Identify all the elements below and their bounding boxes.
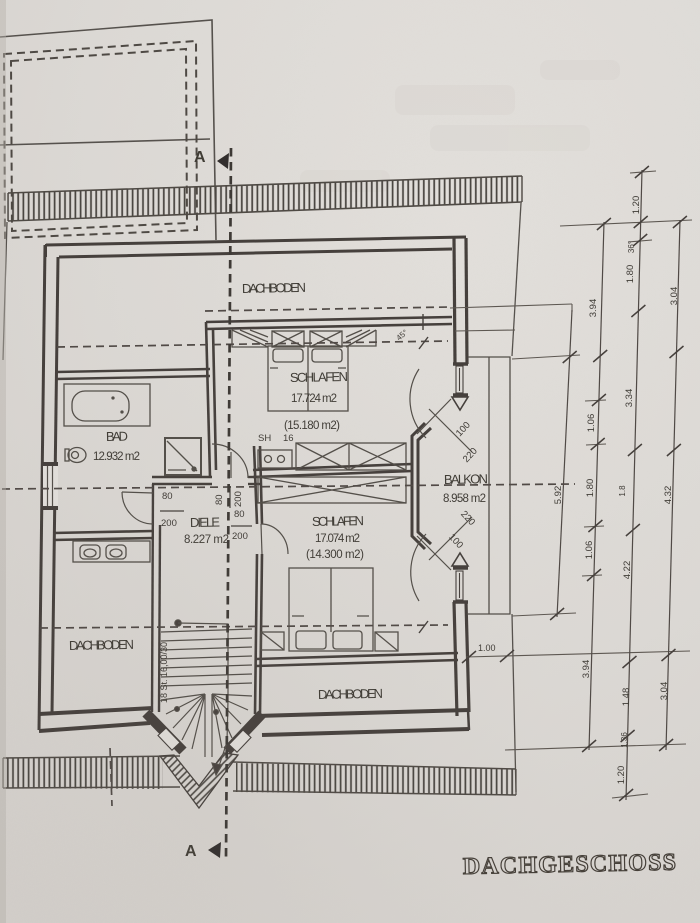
svg-text:4.32: 4.32: [663, 486, 674, 505]
svg-text:3.04: 3.04: [659, 682, 670, 701]
svg-text:200: 200: [161, 518, 177, 529]
svg-text:SCHLAFEN: SCHLAFEN: [290, 369, 348, 385]
svg-text:1.48: 1.48: [621, 688, 632, 707]
svg-text:BALKON: BALKON: [444, 471, 488, 487]
svg-text:80: 80: [234, 509, 245, 520]
svg-text:DIELE: DIELE: [190, 514, 221, 530]
svg-text:12.932 m2: 12.932 m2: [93, 451, 140, 463]
svg-text:36°: 36°: [627, 241, 636, 253]
svg-text:18 St. 16,00/30: 18 St. 16,00/30: [159, 642, 169, 703]
svg-text:SCHLAFEN: SCHLAFEN: [312, 513, 364, 529]
svg-text:DACHBODEN: DACHBODEN: [242, 280, 306, 296]
svg-text:A: A: [185, 843, 197, 860]
svg-text:1.80: 1.80: [625, 265, 636, 284]
svg-text:1.36: 1.36: [620, 732, 629, 748]
svg-text:8.958 m2: 8.958 m2: [443, 493, 486, 505]
svg-text:200: 200: [232, 531, 248, 542]
svg-text:DACHBODEN: DACHBODEN: [318, 686, 383, 702]
svg-text:4.22: 4.22: [622, 561, 633, 580]
svg-text:DACHBODEN: DACHBODEN: [69, 637, 134, 653]
svg-text:(15.180 m2): (15.180 m2): [284, 420, 340, 432]
svg-text:(14.300 m2): (14.300 m2): [306, 549, 364, 561]
svg-text:3.94: 3.94: [581, 660, 592, 679]
svg-text:SH: SH: [258, 433, 271, 444]
svg-text:80: 80: [162, 491, 173, 502]
svg-text:16: 16: [283, 433, 294, 444]
svg-text:5.92: 5.92: [553, 486, 564, 505]
svg-text:8.227 m2: 8.227 m2: [184, 534, 229, 546]
svg-text:3.34: 3.34: [624, 389, 635, 408]
svg-text:3.04: 3.04: [669, 287, 680, 306]
svg-text:DACHGESCHOSS: DACHGESCHOSS: [463, 849, 679, 880]
svg-text:1.20: 1.20: [631, 196, 642, 215]
svg-text:80: 80: [214, 494, 225, 505]
svg-text:1.20: 1.20: [616, 766, 627, 785]
svg-text:BAD: BAD: [106, 429, 128, 444]
svg-text:1.80: 1.80: [585, 479, 596, 498]
svg-text:A: A: [194, 149, 206, 166]
svg-text:17.724 m2: 17.724 m2: [291, 393, 337, 405]
svg-text:1.06: 1.06: [584, 541, 595, 560]
svg-text:1.00: 1.00: [478, 643, 496, 653]
svg-text:200: 200: [233, 491, 244, 507]
svg-text:17.074 m2: 17.074 m2: [315, 533, 360, 545]
svg-text:3.94: 3.94: [588, 299, 599, 318]
svg-text:1.06: 1.06: [586, 414, 597, 433]
svg-text:1.8: 1.8: [618, 485, 627, 497]
